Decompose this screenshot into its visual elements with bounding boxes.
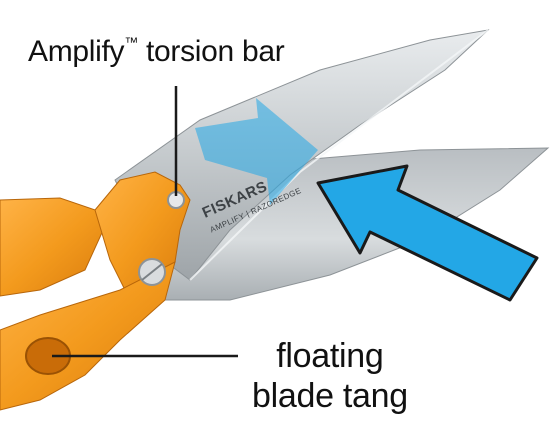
trademark-mark: ™ <box>124 34 138 50</box>
blade-tang-line2: blade tang <box>252 377 408 415</box>
upper-handle <box>0 197 111 297</box>
arrow-icon <box>316 164 539 302</box>
arrow-outline-icon <box>195 98 318 205</box>
blade-edge <box>189 29 489 281</box>
blade-tang-line1: floating <box>276 337 384 375</box>
blade-tang-callout: floating blade tang <box>252 336 408 416</box>
torsion-bar-name: Amplify <box>28 35 125 68</box>
torsion-bar-label: torsion bar <box>137 35 285 68</box>
pivot-screw-slot <box>141 263 163 281</box>
torsion-bar-callout: Amplify™ torsion bar <box>28 34 285 69</box>
